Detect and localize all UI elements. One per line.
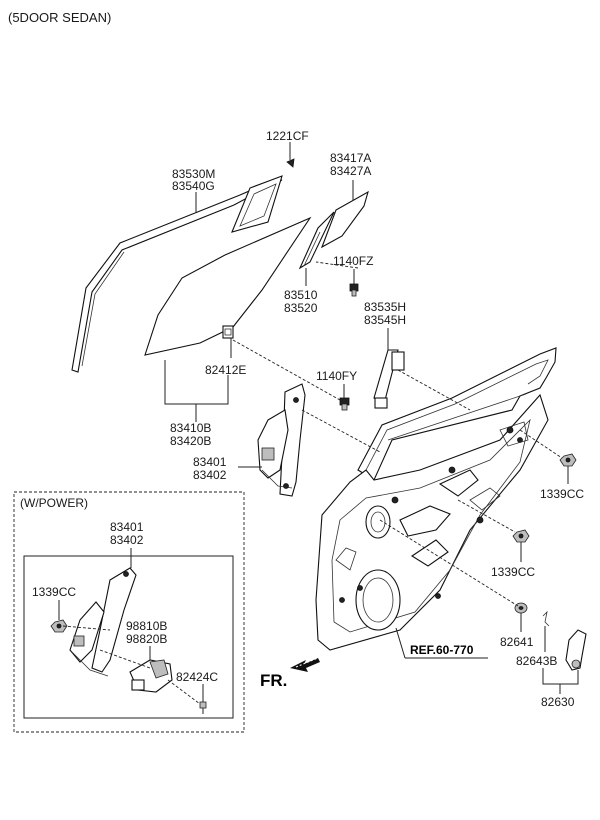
washer-82641 — [514, 602, 528, 614]
label-82630: 82630 — [541, 695, 575, 709]
wpower-leader-lines — [58, 548, 204, 705]
clip-82643b — [542, 610, 550, 627]
label-83545h: 83545H — [364, 313, 406, 327]
label-83535h: 83535H — [364, 300, 406, 314]
label-82641: 82641 — [500, 635, 534, 649]
label-83401: 83401 — [193, 455, 227, 469]
forward-arrow-icon — [290, 657, 320, 672]
label-1140fz: 1140FZ — [333, 254, 373, 268]
door-panel — [315, 347, 557, 651]
delta-molding — [320, 190, 369, 249]
label-83510: 83510 — [284, 288, 318, 302]
screw-82424c — [199, 701, 207, 714]
label-83427a: 83427A — [330, 164, 371, 178]
bolt-1140fz — [349, 283, 359, 297]
door-glass — [144, 216, 312, 356]
outside-handle-82630 — [565, 629, 587, 671]
screw-1221cf — [286, 158, 295, 168]
label-wpower-1339cc: 1339CC — [32, 585, 76, 599]
glass-clip-82412e — [222, 325, 234, 339]
label-83420b: 83420B — [170, 434, 211, 448]
label-83540g: 83540G — [172, 179, 215, 193]
leader-lines — [164, 142, 579, 694]
bolt-1140fy — [339, 397, 350, 411]
label-98810b: 98810B — [126, 619, 167, 633]
label-1339cc-lower: 1339CC — [491, 565, 535, 579]
label-1339cc-upper: 1339CC — [540, 487, 584, 501]
rear-sash-channel — [298, 211, 335, 270]
label-83402: 83402 — [193, 468, 227, 482]
power-regulator — [69, 567, 137, 677]
diagram-title: (5DOOR SEDAN) — [8, 10, 111, 25]
rear-lower-channel — [373, 349, 405, 409]
wpower-box — [13, 491, 245, 733]
glass-run-channel — [71, 175, 283, 373]
nut-1339cc-lower — [512, 529, 530, 543]
label-1221cf: 1221CF — [266, 129, 309, 143]
label-82412e: 82412E — [205, 363, 246, 377]
label-wpower-83402: 83402 — [110, 533, 144, 547]
label-wpower-83401: 83401 — [110, 520, 144, 534]
power-window-motor — [129, 659, 173, 693]
window-regulator — [257, 383, 306, 497]
nut-1339cc-wpower — [50, 619, 68, 633]
label-83410b: 83410B — [170, 421, 211, 435]
label-83530m: 83530M — [172, 167, 215, 181]
label-83520: 83520 — [284, 301, 318, 315]
label-82643b: 82643B — [516, 654, 557, 668]
wpower-label: (W/POWER) — [20, 496, 88, 510]
label-83417a: 83417A — [330, 151, 371, 165]
part-labels: 1221CF 83530M 83540G 83417A 83427A 1140F… — [20, 129, 584, 709]
reference-label: REF.60-770 — [410, 643, 474, 657]
label-98820b: 98820B — [126, 632, 167, 646]
nut-1339cc-upper — [559, 453, 577, 467]
label-1140fy: 1140FY — [316, 369, 357, 383]
forward-label: FR. — [260, 671, 287, 690]
label-82424c: 82424C — [176, 670, 218, 684]
wpower-inner-box — [23, 555, 234, 719]
